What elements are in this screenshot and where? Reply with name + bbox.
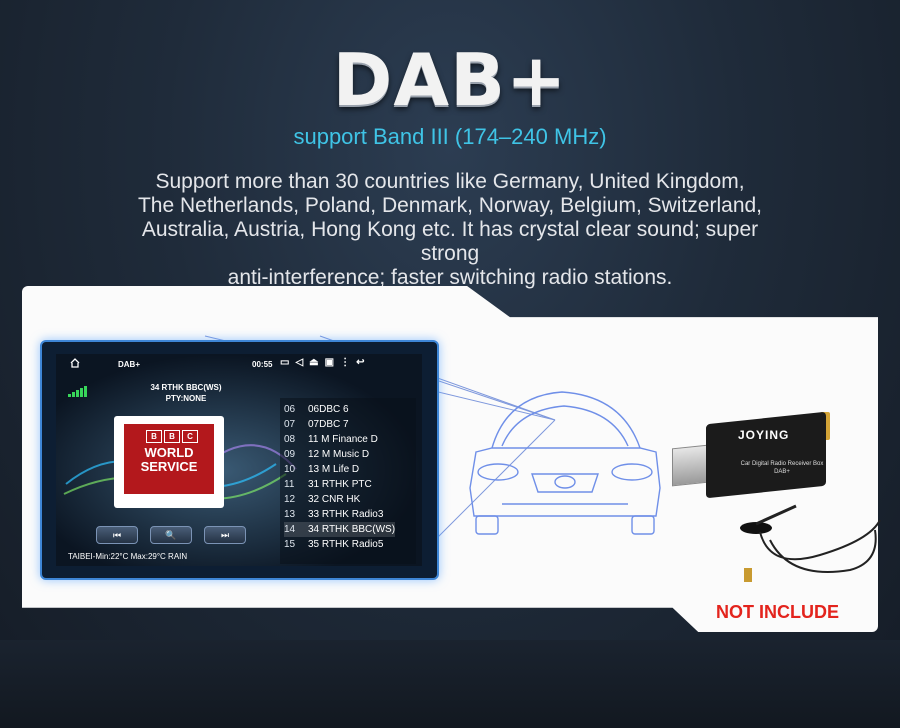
list-item[interactable]: 06 06DBC 6: [284, 402, 349, 417]
station-number: 13: [284, 509, 296, 520]
world-service-text: WORLD SERVICE: [124, 446, 214, 474]
receiver-brand: JOYING: [738, 428, 790, 442]
list-item[interactable]: 08 11 M Finance D: [284, 432, 378, 447]
page-subtitle: support Band III (174–240 MHz): [293, 124, 607, 149]
list-item[interactable]: 07 07DBC 7: [284, 417, 349, 432]
station-number: 11: [284, 479, 295, 490]
station-label: 32 CNR HK: [308, 494, 361, 505]
status-app-label: DAB+: [118, 360, 141, 369]
station-label: 33 RTHK Radio3: [308, 509, 384, 520]
receiver-caption: Car Digital Radio Receiver Box DAB+: [732, 460, 832, 476]
previous-button[interactable]: ⏮: [96, 526, 138, 544]
description-line: anti-interference; faster switching radi…: [227, 266, 673, 289]
screenshot-icon[interactable]: ▣: [324, 357, 335, 368]
station-label: 35 RTHK Radio5: [308, 539, 384, 550]
radio-app: DAB+ 00:55 ▭ ◁ ⏏ ▣ ⋮ ↩ 34 RTHK BBC(WS) P…: [56, 354, 422, 566]
dab-receiver-box: [706, 411, 826, 499]
home-icon[interactable]: [70, 358, 80, 368]
album-art: B B C WORLD SERVICE: [114, 416, 224, 508]
station-label: 12 M Music D: [308, 449, 370, 460]
page-title: DAB+: [332, 38, 568, 122]
station-number: 10: [284, 464, 296, 475]
receiver-caption-line: Car Digital Radio Receiver Box: [740, 461, 824, 467]
next-button[interactable]: ⏭: [204, 526, 246, 544]
station-name: 34 RTHK BBC(WS): [150, 383, 222, 392]
floor-reflection: [0, 640, 900, 728]
station-number: 12: [284, 494, 296, 505]
not-included-label: NOT INCLUDE: [716, 602, 839, 622]
car-outline: [469, 391, 661, 535]
station-label: 13 M Life D: [308, 464, 360, 475]
status-time: 00:55: [252, 360, 273, 369]
station-label: 31 RTHK PTC: [308, 479, 372, 490]
station-number: 08: [284, 434, 296, 445]
art-line: WORLD: [144, 445, 194, 460]
bbc-letters: B B C: [146, 430, 198, 443]
eject-icon[interactable]: ⏏: [309, 357, 319, 368]
station-info: 34 RTHK BBC(WS) PTY:NONE: [116, 382, 256, 404]
description-line: Support more than 30 countries like Germ…: [155, 170, 745, 193]
list-item[interactable]: 11 31 RTHK PTC: [284, 477, 372, 492]
status-icons: ▭ ◁ ⏏ ▣ ⋮ ↩: [280, 357, 364, 368]
list-item[interactable]: 12 32 CNR HK: [284, 492, 360, 507]
station-label: 06DBC 6: [308, 404, 349, 415]
bbc-letter: B: [164, 430, 180, 443]
status-bar: DAB+ 00:55 ▭ ◁ ⏏ ▣ ⋮ ↩: [56, 354, 422, 374]
list-item[interactable]: 09 12 M Music D: [284, 447, 369, 462]
list-item[interactable]: 10 13 M Life D: [284, 462, 359, 477]
volume-icon[interactable]: ◁: [295, 357, 304, 368]
antenna-cable: [740, 504, 881, 582]
station-number: 07: [284, 419, 296, 430]
station-label: 11 M Finance D: [308, 434, 378, 445]
signal-strength-icon: [68, 386, 87, 397]
menu-icon[interactable]: ⋮: [340, 357, 351, 368]
station-label: 34 RTHK BBC(WS): [308, 524, 396, 535]
description: Support more than 30 countries like Germ…: [120, 170, 780, 290]
bbc-letter: C: [182, 430, 198, 443]
list-item[interactable]: 13 33 RTHK Radio3: [284, 507, 383, 522]
station-list: 06 06DBC 6 07 07DBC 7 08 11 M Finance D 09 1…: [280, 398, 416, 564]
station-number: 14: [284, 524, 296, 535]
station-number: 06: [284, 404, 296, 415]
weather-text: TAIBEI-Min:22°C Max:29°C RAIN: [68, 552, 188, 561]
list-item[interactable]: 15 35 RTHK Radio5: [284, 537, 383, 552]
back-icon[interactable]: ↩: [356, 357, 365, 368]
description-line: Australia, Austria, Hong Kong etc. It ha…: [141, 218, 759, 265]
radio-head-unit-screen: DAB+ 00:55 ▭ ◁ ⏏ ▣ ⋮ ↩ 34 RTHK BBC(WS) P…: [40, 340, 439, 580]
list-item-selected[interactable]: 14 34 RTHK BBC(WS): [284, 522, 396, 537]
description-line: The Netherlands, Poland, Denmark, Norway…: [137, 194, 763, 217]
receiver-caption-line: DAB+: [774, 469, 790, 475]
battery-icon: ▭: [280, 357, 290, 368]
search-button[interactable]: 🔍: [150, 526, 192, 544]
bbc-world-service-logo: B B C WORLD SERVICE: [124, 424, 214, 494]
bbc-letter: B: [146, 430, 162, 443]
station-number: 15: [284, 539, 296, 550]
station-number: 09: [284, 449, 296, 460]
station-pty: PTY:NONE: [165, 394, 207, 403]
art-line: SERVICE: [140, 459, 198, 474]
station-label: 07DBC 7: [308, 419, 349, 430]
